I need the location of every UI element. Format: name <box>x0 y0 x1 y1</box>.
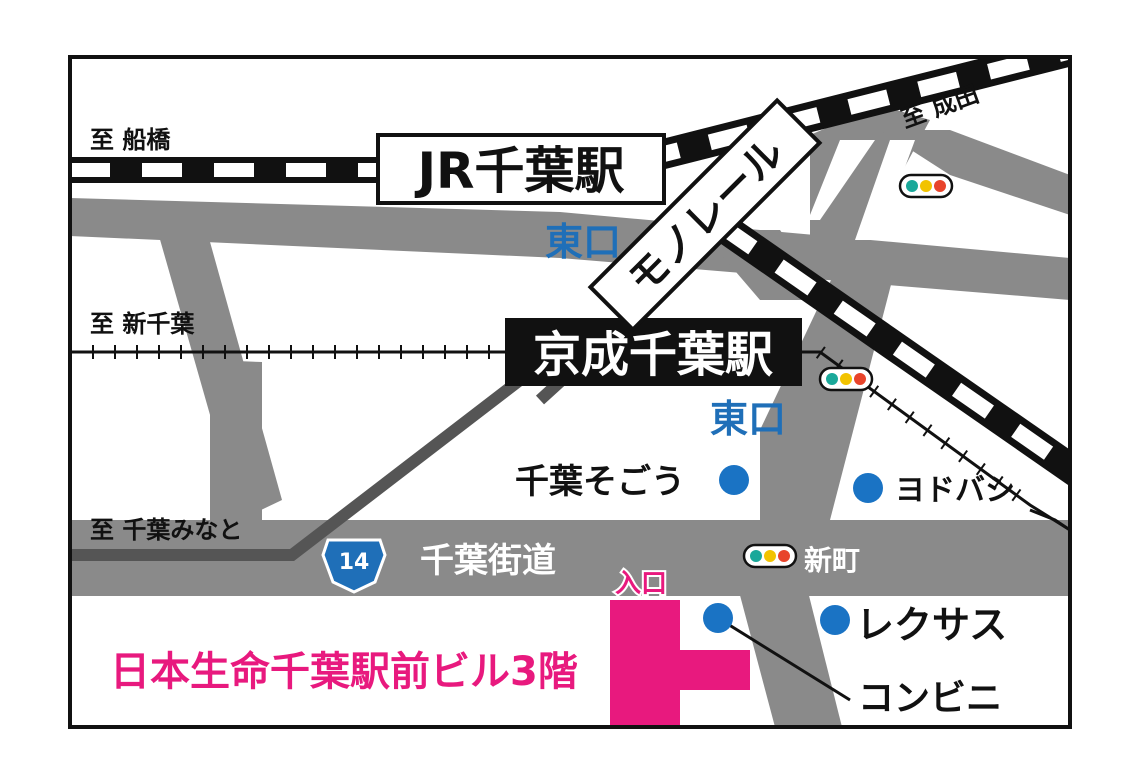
road-median-a <box>808 140 875 220</box>
map-frame <box>68 55 1072 729</box>
direction-funabashi: 至 船橋 <box>90 126 171 154</box>
entrance-label: 入口 <box>615 569 667 599</box>
jr-station-name: JR千葉駅 <box>414 142 624 200</box>
location-dot-icon <box>853 473 883 503</box>
convenience-pointer-line <box>717 616 851 702</box>
keisei-end-line <box>1029 508 1070 532</box>
jr-station-label: JR千葉駅 <box>376 133 666 205</box>
location-dot-icon <box>820 605 850 635</box>
keisei-station-name: 京成千葉駅 <box>533 327 773 383</box>
direction-chiba-minato: 至 千葉みなと <box>90 516 242 544</box>
location-dot-icon <box>719 465 749 495</box>
yodobashi-label: ヨドバシ <box>895 473 1015 508</box>
railway-jr-sotobo <box>711 212 1070 487</box>
route-number: 14 <box>339 550 370 575</box>
shinmachi-label: 新町 <box>804 544 860 577</box>
direction-shin-chiba: 至 新千葉 <box>90 310 195 338</box>
keisei-station-label: 京成千葉駅 <box>505 318 802 386</box>
destination-building-name: 日本生命千葉駅前ビル3階 <box>110 649 578 695</box>
jr-east-exit-label: 東口 <box>545 220 621 264</box>
sogo-label: 千葉そごう <box>515 462 685 502</box>
keisei-east-exit-label: 東口 <box>710 397 786 441</box>
road-upper-right-b <box>880 130 1070 215</box>
traffic-light-icon <box>818 366 874 392</box>
route-shield-icon: 14 <box>321 538 387 594</box>
railway-jr-sobu <box>70 157 380 183</box>
road-left-vertical <box>210 360 262 520</box>
road-median-b <box>855 140 915 240</box>
traffic-light-icon <box>742 543 798 569</box>
location-dot-icon <box>703 603 733 633</box>
convenience-label: コンビニ <box>858 678 1002 719</box>
traffic-light-icon <box>898 173 954 199</box>
lexus-label: レクサス <box>856 603 1007 647</box>
railway-jr-narita <box>636 57 1070 175</box>
street-name-label: 千葉街道 <box>420 541 556 581</box>
road-upper-band <box>70 198 1070 300</box>
destination-building-shape <box>610 600 750 727</box>
